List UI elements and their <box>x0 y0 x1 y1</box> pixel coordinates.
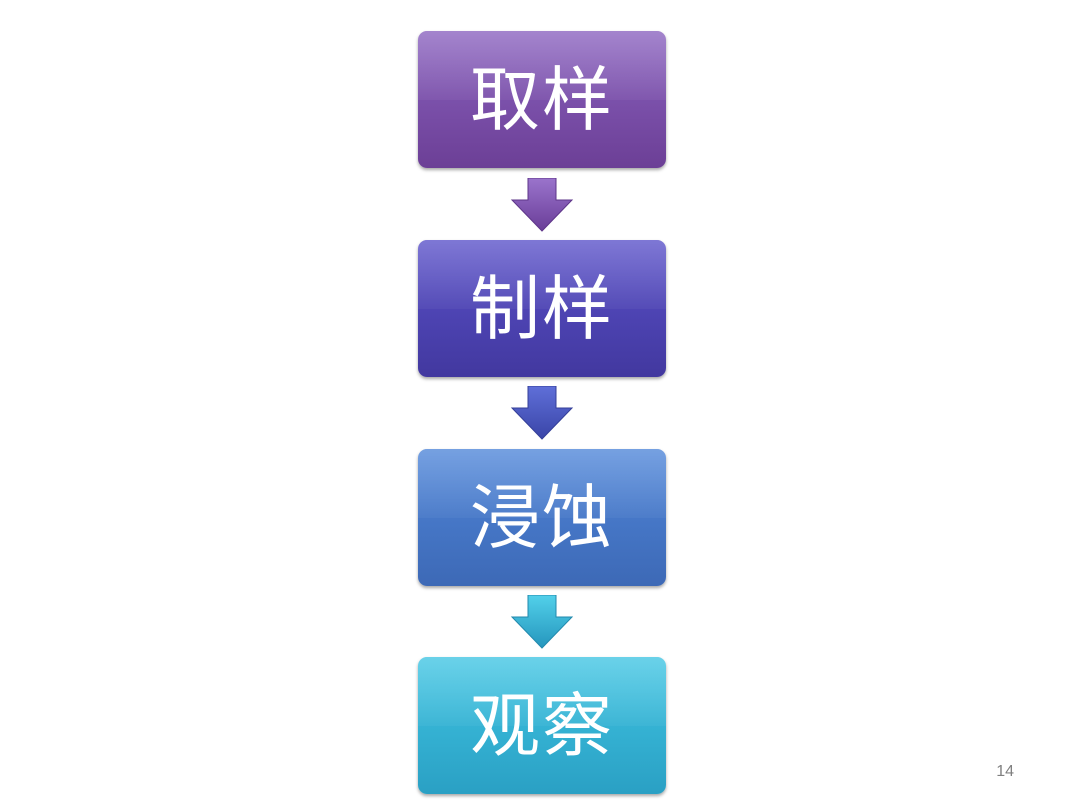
step-box-preparation: 制样 <box>418 240 666 377</box>
step-box-sampling: 取样 <box>418 31 666 168</box>
step-label: 观察 <box>470 684 614 767</box>
down-arrow-icon <box>510 595 574 649</box>
page-number: 14 <box>996 763 1014 780</box>
step-box-etching: 浸蚀 <box>418 449 666 586</box>
step-label: 浸蚀 <box>470 476 614 559</box>
down-arrow-icon <box>510 178 574 232</box>
step-label: 取样 <box>470 58 614 141</box>
step-label: 制样 <box>470 267 614 350</box>
step-box-observation: 观察 <box>418 657 666 794</box>
down-arrow-icon <box>510 386 574 440</box>
